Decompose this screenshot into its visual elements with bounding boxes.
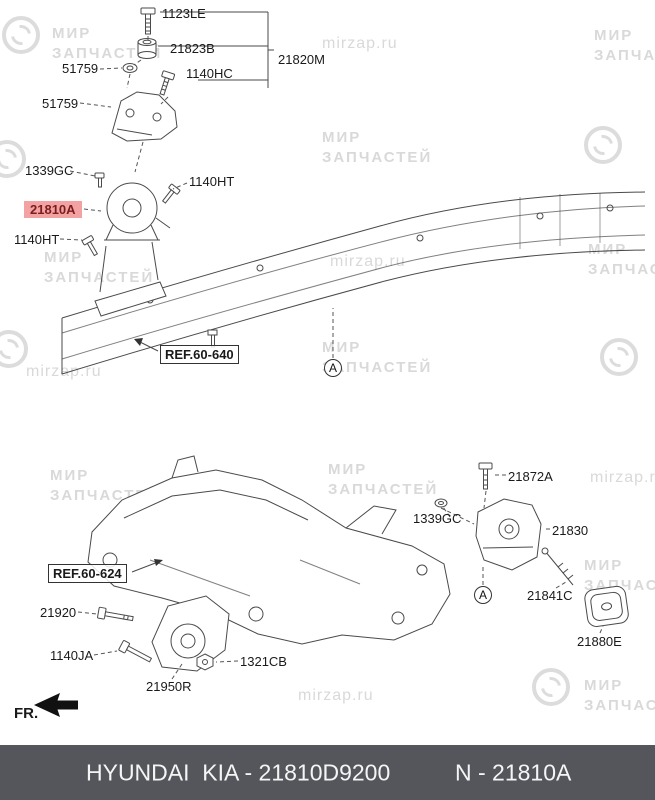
stud-1339gc-top-icon [94, 172, 105, 188]
leader-1339gc-bottom [442, 506, 451, 518]
fr-direction-label: FR. [14, 705, 39, 722]
plate-21880e-icon [584, 585, 629, 627]
footer-bar: HYUNDAI KIA - 21810D9200 N - 21810A [0, 745, 655, 800]
watermark-brand: МИР ЗАПЧАСТЕЙ [44, 249, 155, 286]
diagram-line-art [34, 7, 646, 717]
watermark-site: mirzap.ru [298, 687, 374, 704]
callout-a-upper: A [324, 359, 342, 377]
bolt-1140hc-icon [159, 70, 176, 96]
bolt-1123le-icon [140, 7, 156, 35]
part-label-1140hc: 1140HC [186, 66, 233, 81]
stud-21841c-icon [541, 547, 574, 586]
leader-21920 [77, 611, 98, 615]
watermark-brand: МИР ЗАПЧАСТЕЙ [322, 129, 433, 166]
leader-1140ja [93, 650, 118, 656]
part-label-51759-mid: 51759 [42, 96, 79, 111]
watermark-logo [600, 338, 638, 376]
callout-a-lower: A [474, 586, 492, 604]
part-label-21841c: 21841C [527, 588, 573, 603]
watermark-brand: МИР ЗАПЧАСТЕЙ [594, 27, 655, 64]
frame-rail-art [61, 191, 646, 375]
part-label-1140ja: 1140JA [50, 648, 94, 663]
watermark-brand: МИР ЗАПЧАСТЕЙ [322, 339, 433, 376]
footer-catalog-code: HYUNDAI KIA - 21810D9200 [86, 759, 391, 785]
bracket-21820m-line [158, 11, 274, 88]
bolt-21920-icon [97, 606, 134, 622]
leader-21872a-down [483, 490, 487, 509]
engine-mount-bracket-icon [111, 91, 178, 142]
part-label-21820m: 21820M [278, 52, 325, 67]
mount-21950r-icon [151, 595, 230, 680]
watermark-brand: МИР ЗАПЧАСТЕЙ [328, 461, 439, 498]
bushing-21823b-icon [137, 38, 157, 59]
part-label-21830: 21830 [552, 523, 589, 538]
engine-mount-insulator-icon [104, 182, 171, 241]
leader-1339gc-to-mount [440, 507, 475, 525]
nut-1321cb-icon [196, 653, 214, 671]
watermark-logo [0, 140, 26, 178]
watermark-logo [584, 126, 622, 164]
watermark-brand: МИР ЗАПЧАСТЕЙ [588, 241, 655, 278]
watermark-logo [532, 668, 570, 706]
bolt-1140ja-icon [118, 640, 153, 663]
watermark-logo [0, 330, 28, 368]
part-label-1140ht-right: 1140HT [189, 174, 235, 189]
washer-1339gc-bottom-icon [434, 498, 448, 508]
part-label-21823b: 21823B [170, 41, 215, 56]
subframe-art [87, 455, 451, 645]
mount-21830-icon [475, 498, 542, 571]
part-label-21810a-highlighted: 21810A [24, 201, 82, 218]
leader-21841c [555, 581, 567, 589]
part-label-21920: 21920 [40, 605, 77, 620]
bolt-21872a-icon [478, 462, 493, 490]
ref-60-640-arrow [134, 338, 159, 352]
fr-direction-arrow-icon [34, 693, 78, 717]
leader-21880e [599, 625, 604, 634]
ref-60-624-arrow [131, 559, 163, 573]
leader-1321cb [215, 660, 239, 663]
part-label-1339gc-top: 1339GC [25, 163, 74, 178]
watermark-site: mirzap.ru [590, 469, 655, 486]
watermark-site: mirzap.ru [322, 35, 398, 52]
ref-label-60-624: REF.60-624 [48, 564, 127, 583]
watermark-site: mirzap.ru [26, 363, 102, 380]
watermark-brand: МИР ЗАПЧАСТЕЙ [584, 677, 655, 714]
leader-lines-top [59, 36, 188, 241]
part-label-1140ht-left: 1140HT [14, 232, 60, 247]
part-label-1123le: 1123LE [162, 6, 206, 21]
part-label-51759-top: 51759 [62, 61, 99, 76]
part-label-21872a: 21872A [508, 469, 553, 484]
ref-label-60-640: REF.60-640 [160, 345, 239, 364]
watermark-logo [2, 16, 40, 54]
footer-part-number: N - 21810A [455, 759, 572, 785]
part-label-21880e: 21880E [577, 634, 622, 649]
part-label-21950r: 21950R [146, 679, 192, 694]
part-label-1339gc-bottom: 1339GC [413, 511, 462, 526]
watermark-brand: МИР ЗАПЧАСТЕЙ [52, 25, 163, 62]
part-label-1321cb: 1321CB [240, 654, 287, 669]
watermark-site: mirzap.ru [330, 253, 406, 270]
bolt-1140ht-right-icon [161, 183, 181, 204]
washer-51759-top-icon [122, 63, 138, 73]
bolt-1140ht-left-icon [81, 235, 99, 257]
